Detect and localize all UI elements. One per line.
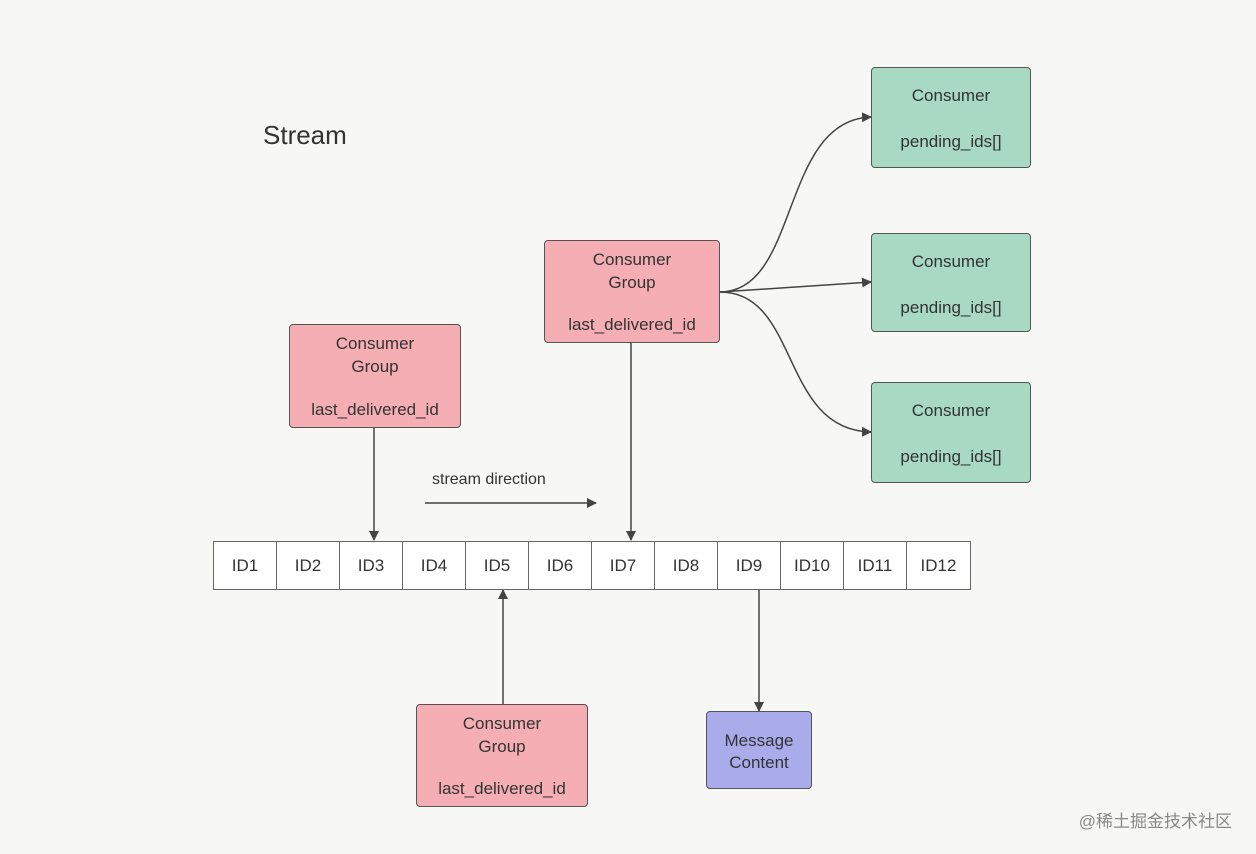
- last-delivered-id-label: last_delivered_id: [438, 779, 566, 798]
- message-content-text: Message Content: [724, 731, 794, 772]
- consumer-group-box: Consumer Group last_delivered_id: [289, 324, 461, 428]
- pending-ids-label: pending_ids[]: [900, 298, 1002, 317]
- consumer-group-name: Consumer Group: [592, 250, 672, 292]
- arrow-group2-to-consumer1: [719, 112, 872, 293]
- arrow-group2-to-consumer2: [719, 277, 872, 293]
- pending-ids-label: pending_ids[]: [900, 132, 1002, 151]
- consumer-group-box: Consumer Group last_delivered_id: [416, 704, 588, 807]
- last-delivered-id-label: last_delivered_id: [568, 315, 696, 334]
- stream-id-cell: ID12: [920, 555, 957, 575]
- stream-id-cell: ID11: [844, 542, 907, 589]
- consumer-name: Consumer: [911, 401, 991, 420]
- message-content-label: Message Content: [707, 730, 811, 774]
- stream-id-cell: ID3: [340, 542, 403, 589]
- stream-id-cell: ID10: [781, 542, 844, 589]
- stream-direction-label: stream direction: [432, 471, 546, 488]
- consumer-box: Consumer pending_ids[]: [871, 382, 1031, 483]
- consumer-group-box: Consumer Group last_delivered_id: [544, 240, 720, 343]
- consumer-name: Consumer: [911, 252, 991, 271]
- consumer-group-label: Consumer Group: [290, 332, 460, 378]
- stream-id-cell: ID6: [529, 542, 592, 589]
- consumer-group-name: Consumer Group: [335, 334, 415, 376]
- stream-id-cell: ID1: [214, 542, 277, 589]
- stream-id-cell: ID5: [466, 542, 529, 589]
- stream-id-cell: ID9: [718, 542, 781, 589]
- consumer-box: Consumer pending_ids[]: [871, 233, 1031, 332]
- stream-id-cell: ID7: [592, 542, 655, 589]
- watermark: @稀土掘金技术社区: [1078, 812, 1232, 831]
- stream-id-cell: ID8: [655, 542, 718, 589]
- last-delivered-id-label: last_delivered_id: [311, 400, 439, 419]
- pending-ids-label: pending_ids[]: [900, 447, 1002, 466]
- message-content-box: Message Content: [706, 711, 812, 789]
- stream-id-row: ID1 ID2 ID3 ID4 ID5 ID6 ID7 ID8 ID9 ID10…: [213, 541, 971, 590]
- stream-id-cell: ID2: [277, 542, 340, 589]
- consumer-group-label: Consumer Group: [417, 712, 587, 758]
- stream-id-cell: ID4: [403, 542, 466, 589]
- consumer-box: Consumer pending_ids[]: [871, 67, 1031, 168]
- consumer-group-label: Consumer Group: [545, 248, 719, 294]
- diagram-title: Stream: [263, 120, 347, 150]
- consumer-group-name: Consumer Group: [462, 714, 542, 756]
- arrow-group2-to-consumer3: [719, 291, 872, 437]
- consumer-name: Consumer: [911, 86, 991, 105]
